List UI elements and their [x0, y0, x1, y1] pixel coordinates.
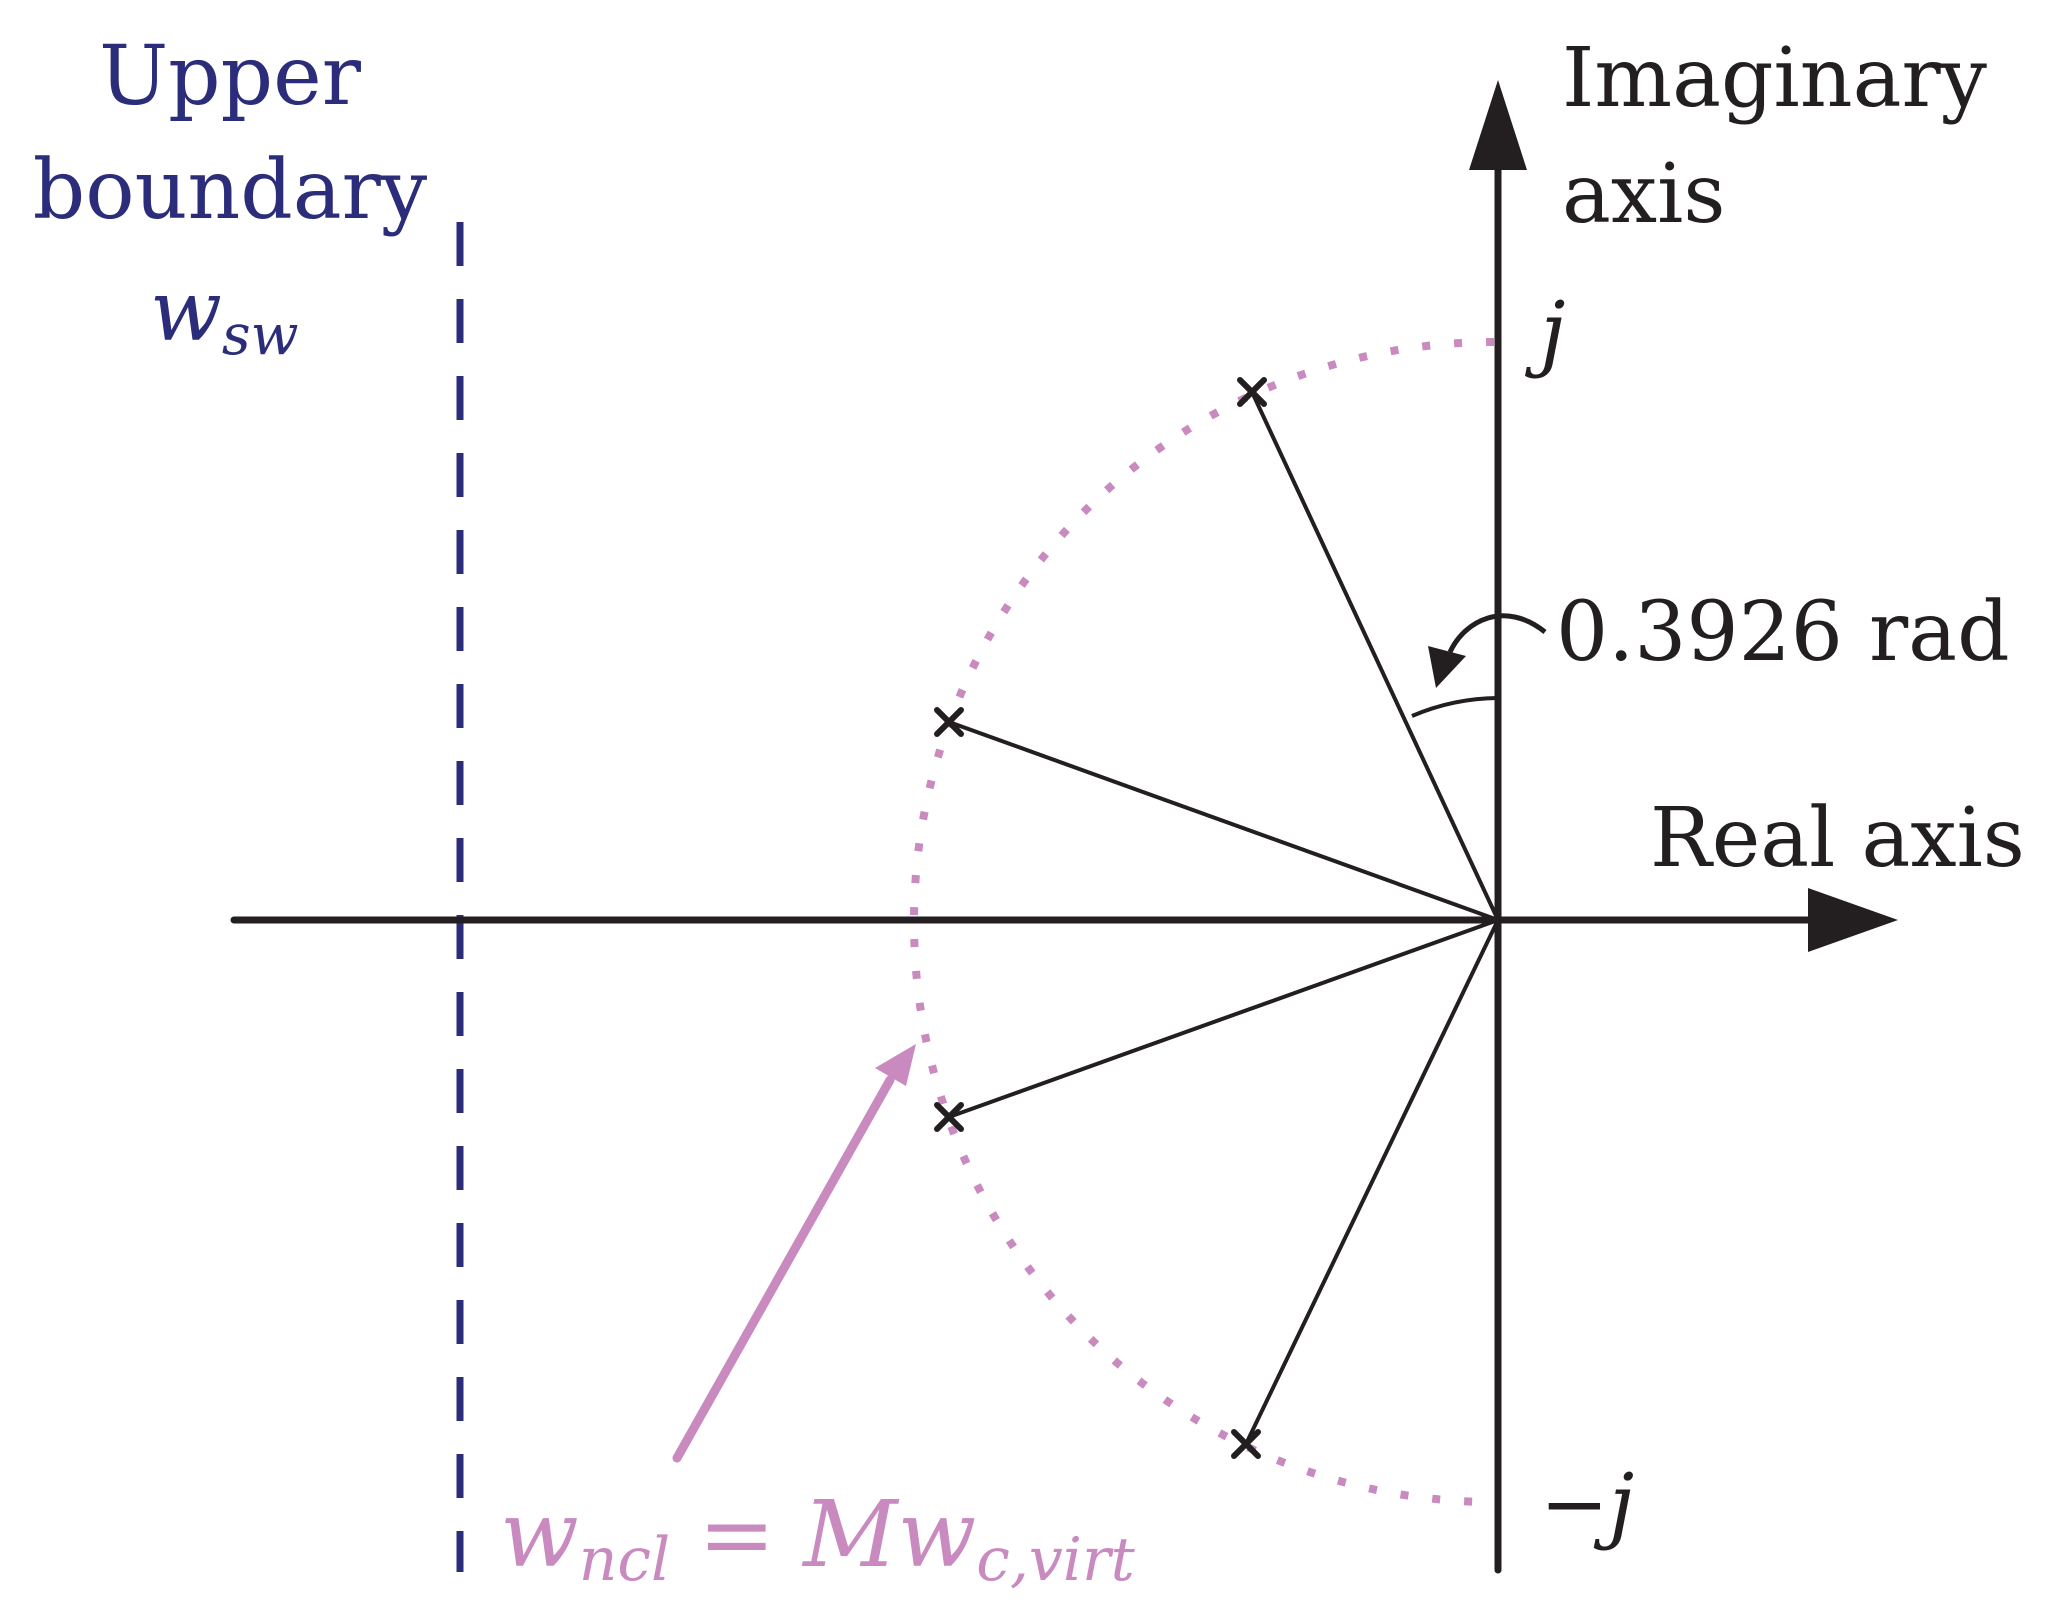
upper-boundary-label-line1: Upper [99, 29, 362, 124]
j-bottom-label: −j [1540, 1457, 1634, 1552]
angle-label: 0.3926 rad [1556, 585, 2010, 680]
pole-marker-4 [1231, 1429, 1261, 1459]
pole-rays [948, 391, 1500, 1445]
w-sw-base: w [150, 262, 222, 360]
w-sw-label: wsw [150, 262, 299, 368]
w-sw-sub: sw [222, 303, 299, 368]
w-ncl-sub: ncl [579, 1525, 670, 1595]
w-c-virt-sub: c,virt [976, 1525, 1135, 1595]
real-axis-label: Real axis [1650, 791, 2025, 886]
circle-pointer-arrow [672, 1075, 895, 1463]
circle-pointer-arrowhead [875, 1044, 916, 1086]
w-ncl-equation: wncl=Mwc,virt [500, 1481, 1136, 1595]
pole-ray-4 [1244, 919, 1500, 1445]
pole-markers [934, 377, 1267, 1459]
real-axis-arrowhead [1808, 888, 1898, 952]
angle-arc [1411, 696, 1499, 718]
imaginary-axis-arrowhead [1469, 80, 1527, 170]
w-ncl-base: w [500, 1481, 579, 1588]
pole-ray-2 [948, 720, 1499, 922]
pole-marker-1 [1237, 377, 1267, 407]
pole-ray-1 [1250, 391, 1500, 921]
pole-ray-3 [948, 918, 1499, 1119]
w-c-base: w [897, 1481, 976, 1588]
angle-callout-arrowhead [1428, 646, 1466, 688]
m-symbol: M [801, 1481, 900, 1588]
pole-marker-2 [934, 707, 964, 737]
pole-marker-3 [934, 1102, 964, 1132]
unit-circle-arc [910, 338, 1495, 1506]
imaginary-axis-label-line1: Imaginary [1562, 31, 1988, 126]
imaginary-axis-label-line2: axis [1562, 147, 1725, 242]
upper-boundary-label-line2: boundary [33, 143, 428, 238]
equals-sign: = [698, 1481, 775, 1588]
angle-callout-arrow [1447, 613, 1547, 654]
j-top-label: j [1525, 285, 1565, 380]
